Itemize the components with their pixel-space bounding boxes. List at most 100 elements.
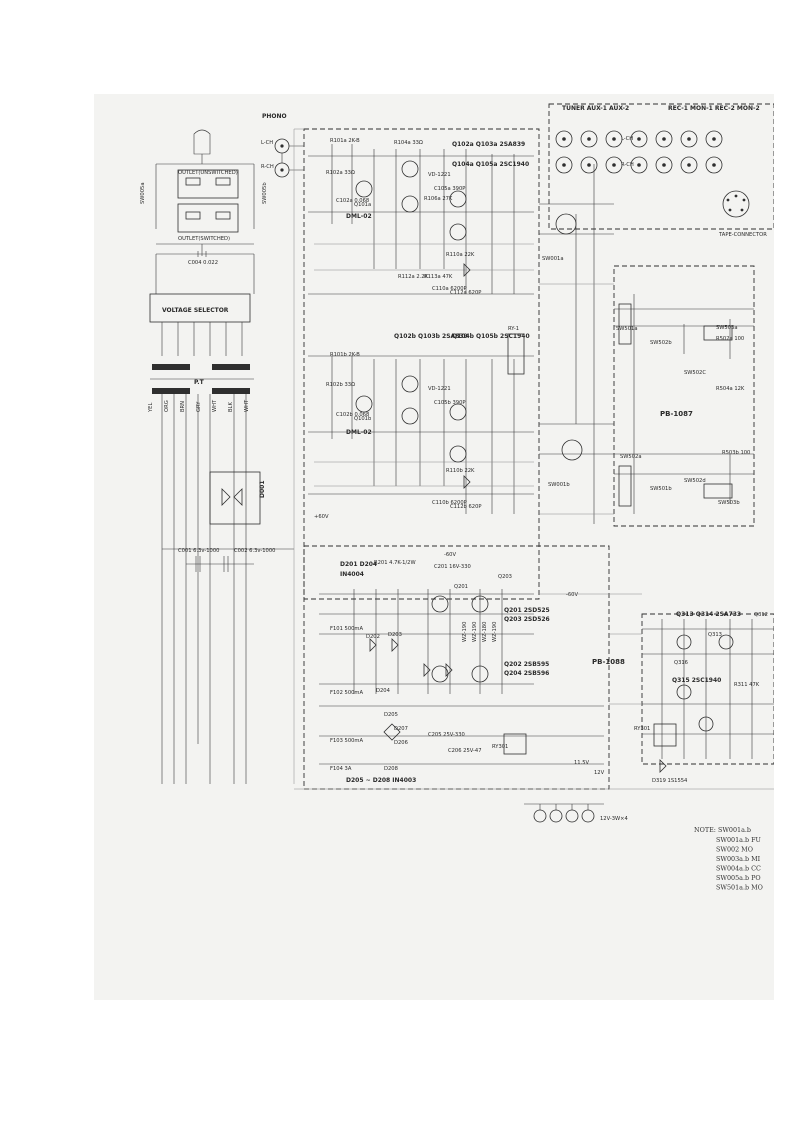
- rca-jack-pin: [637, 137, 641, 141]
- d204-label: D204: [376, 688, 391, 694]
- selector-switch-wafers: [539, 164, 614, 524]
- rca-jack-pin: [612, 137, 616, 141]
- pb1087-label: PB-1087: [660, 410, 693, 418]
- wire-color-label: YEL: [148, 403, 154, 413]
- ac-section: [149, 129, 294, 784]
- part-label: R106a 27K: [424, 196, 453, 202]
- voltage-label: 12V: [594, 770, 605, 776]
- d206-label: D206: [394, 740, 408, 746]
- d319-label: D319 1S1554: [652, 778, 688, 784]
- f104-label: F104 3A: [330, 766, 352, 772]
- f102-label: F102 500mA: [330, 690, 363, 696]
- outlet-unswitched-label: OUTLET(UNSWITCHED): [178, 170, 238, 176]
- zener-label: WZ-190: [472, 622, 478, 642]
- q101a-label: Q101a: [354, 202, 371, 208]
- c002-label: C002 6.3v-1000: [234, 548, 275, 554]
- sw001a-label: SW001a: [542, 256, 564, 262]
- pb1087-circuit: [614, 294, 754, 514]
- wire-color-label: GRY: [196, 401, 202, 412]
- rca-jack-pin: [562, 163, 566, 167]
- note-line: SW501a.b MO: [716, 884, 763, 892]
- vd1221a-label: VD-1221: [428, 172, 451, 178]
- d001-label: D001: [259, 480, 266, 498]
- pb1088-label: PB-1088: [592, 658, 625, 666]
- tape-input-outline: [548, 103, 774, 230]
- wire-color-label: ORG: [164, 400, 170, 412]
- c205-label: C205 25V-330: [428, 732, 465, 738]
- q104a-q105a-label: Q104a Q105a 2SC1940: [452, 161, 529, 168]
- q201-2sd525-label: Q201 2SD525: [504, 607, 550, 614]
- q101b-label: Q101b: [354, 416, 372, 422]
- rca-jack: [630, 156, 648, 174]
- part-label: R104a 33Ω: [394, 140, 423, 146]
- part-label: C110a 6200P: [432, 286, 467, 292]
- rca-jack-row: [555, 130, 723, 174]
- note-line: SW002 MO: [716, 846, 753, 854]
- q104b-q105b-label: Q104b Q105b 2SC1940: [452, 333, 530, 340]
- vd1221b-label: VD-1221: [428, 386, 451, 392]
- part-label: C102b 0.068: [336, 412, 369, 418]
- rca-jack-pin: [612, 163, 616, 167]
- rca-jack-pin: [712, 137, 716, 141]
- rca-jack: [680, 156, 698, 174]
- part-label: R101a 2K-B: [330, 138, 360, 144]
- q316-label: Q316: [674, 660, 688, 666]
- q312-label: Q312: [754, 612, 768, 618]
- part-label: R110a 22K: [446, 252, 475, 258]
- c004-label: C004 0.022: [188, 260, 218, 266]
- part-label: C105a 390P: [434, 186, 465, 192]
- zener-label: WZ-190: [462, 622, 468, 642]
- note-line: SW004a.b CC: [716, 865, 761, 873]
- sw001b-label: SW001b: [548, 482, 570, 488]
- rca-jack: [705, 156, 723, 174]
- dml02a-label: DML-02: [346, 213, 372, 220]
- rca-jack: [655, 130, 673, 148]
- phono-jacks: [274, 138, 304, 178]
- q102a-q103a-label: Q102a Q103a 2SA839: [452, 141, 525, 148]
- protect-circuit: [642, 619, 774, 773]
- pilot-lamps: [524, 803, 604, 823]
- note-title: NOTE: SW001a.b: [694, 826, 751, 834]
- phono-label: PHONO: [262, 113, 287, 120]
- sw005a-label: SW005a: [140, 182, 146, 204]
- amp-board-outline: [303, 128, 540, 600]
- sw502c-label: SW502C: [684, 370, 706, 376]
- lamps-label: 12V-3W×4: [600, 816, 628, 822]
- part-label: R110b 22K: [446, 468, 475, 474]
- rca-jack: [705, 130, 723, 148]
- rca-jack: [605, 130, 623, 148]
- ry301-ps-label: RY301: [492, 744, 508, 750]
- voltage-label: -60V: [444, 552, 456, 558]
- rca-jack-pin: [662, 137, 666, 141]
- q315-2sc1940-label: Q315 2SC1940: [672, 677, 721, 684]
- rca-jack: [605, 156, 623, 174]
- rca-jack-pin: [587, 163, 591, 167]
- part-label: R113a 47K: [424, 274, 453, 280]
- inputs-label: TUNER AUX-1 AUX-2: [562, 105, 629, 112]
- d207-label: D207: [394, 726, 408, 732]
- rca-jack-pin: [712, 163, 716, 167]
- q203-label: Q203: [498, 574, 512, 580]
- rca-jack: [580, 156, 598, 174]
- rca-jack: [555, 130, 573, 148]
- part-label: C112b 620P: [450, 504, 482, 510]
- voltage-label: -60V: [566, 592, 578, 598]
- d205-d208-label: D205 ~ D208 IN4003: [346, 777, 416, 784]
- rca-jack-pin: [687, 137, 691, 141]
- l-ch-right-label: L-CH: [621, 136, 633, 142]
- f101-label: F101 500mA: [330, 626, 363, 632]
- rca-jack-pin: [687, 163, 691, 167]
- sw501b-label: SW501b: [650, 486, 672, 492]
- r201-label: R201 4.7K-1/2W: [374, 560, 416, 566]
- rca-jack: [555, 156, 573, 174]
- d201-d204-label: D201 D204: [340, 561, 377, 568]
- part-label: R102a 33Ω: [326, 170, 355, 176]
- sw503a-label: SW503a: [716, 325, 738, 331]
- q201-label: Q201: [454, 584, 468, 590]
- wire-color-label: WHT: [244, 399, 250, 412]
- sw502d-label: SW502d: [684, 478, 706, 484]
- note-line: SW001a.b FU: [716, 836, 762, 844]
- rca-jack-pin: [562, 137, 566, 141]
